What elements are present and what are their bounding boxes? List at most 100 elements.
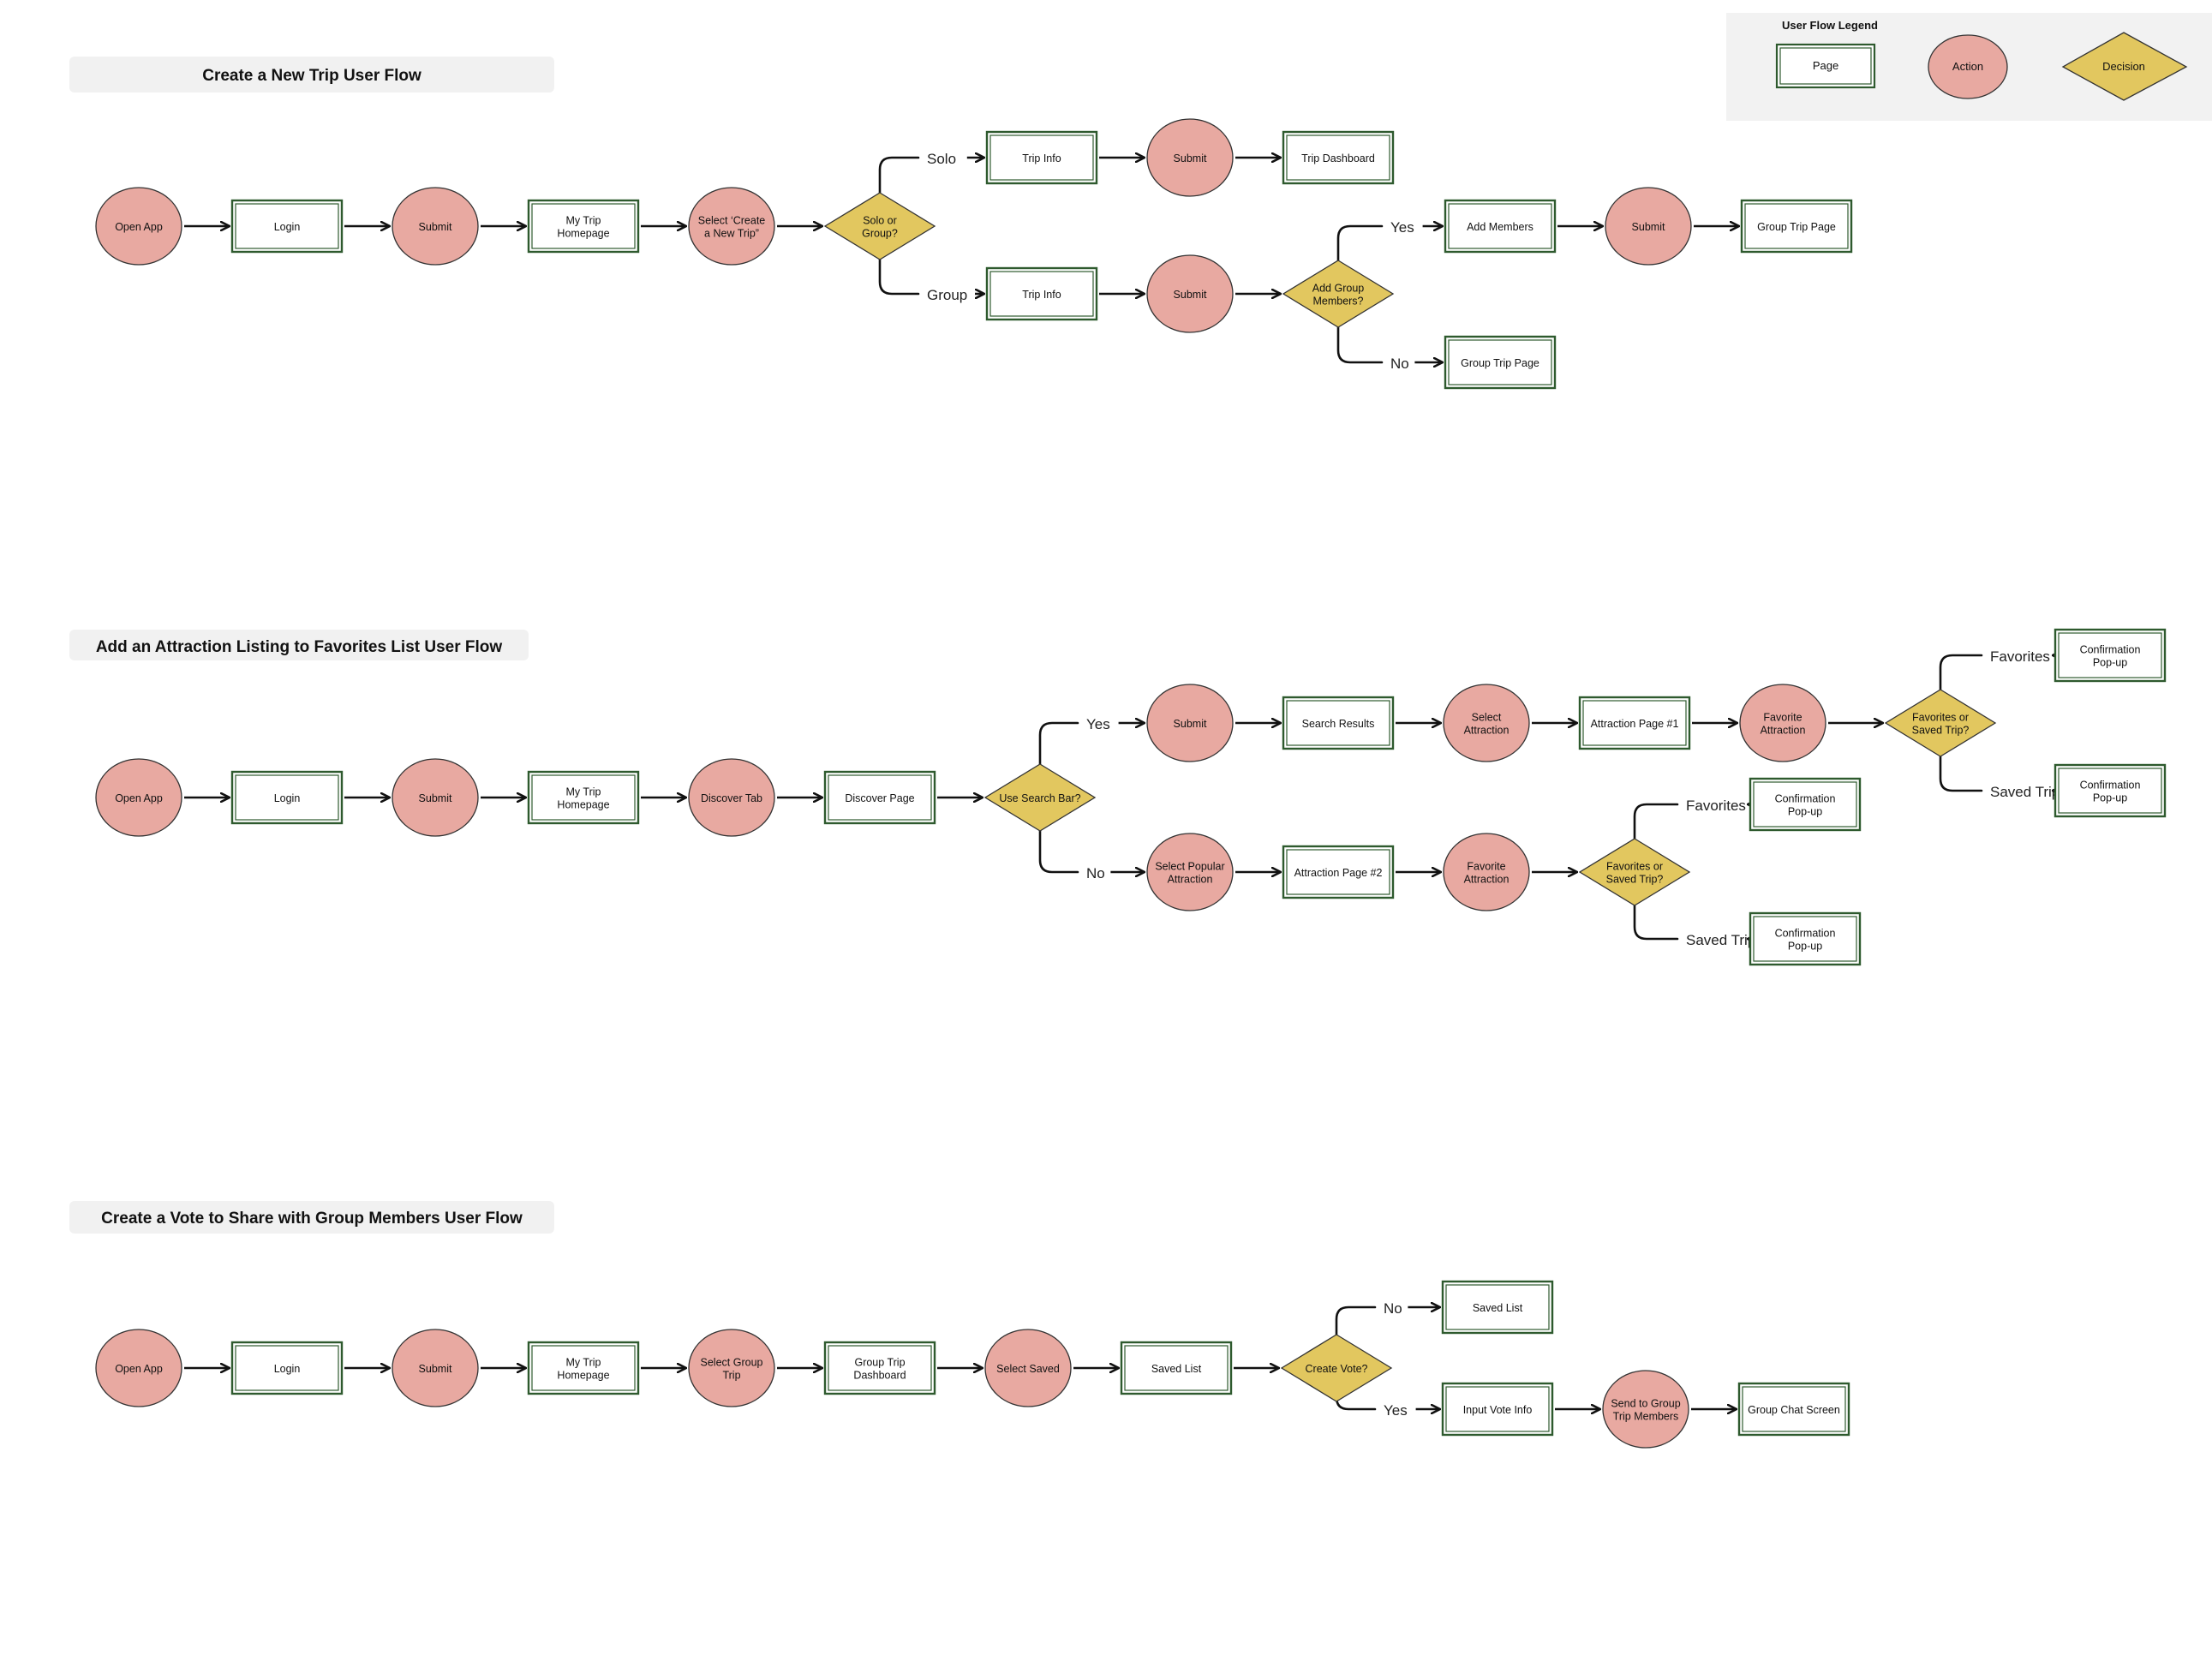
- page-shape-inner: [235, 203, 339, 249]
- node-label: Members?: [1312, 296, 1363, 308]
- node-label: Trip Members: [1613, 1411, 1679, 1423]
- flow-title-3: Create a Vote to Share with Group Member…: [69, 1201, 554, 1234]
- node-label: Open App: [115, 221, 163, 233]
- branch-label: Favorites: [1686, 798, 1746, 814]
- branch-connector: [1335, 1305, 1377, 1338]
- node-label: Favorites or: [1912, 712, 1969, 724]
- action-shape: [1146, 254, 1234, 333]
- action-shape: [1739, 684, 1826, 762]
- node-label: Login: [274, 221, 301, 233]
- node-label: Group Trip Page: [1757, 221, 1836, 233]
- page-shape-inner: [531, 203, 636, 249]
- action-node: Submit: [1146, 254, 1234, 333]
- node-label: Submit: [1174, 289, 1207, 301]
- node-label: Group Trip Page: [1461, 357, 1539, 369]
- decision-shape: [823, 192, 936, 260]
- node-label: Create Vote?: [1306, 1363, 1368, 1375]
- action-shape: [95, 758, 182, 837]
- action-shape: [688, 1329, 775, 1407]
- node-label: Select ‘Create: [698, 215, 766, 227]
- branch-label: No: [1384, 1300, 1402, 1317]
- node-label: Homepage: [557, 799, 609, 811]
- decision-shape: [1280, 1334, 1393, 1402]
- branch-label: No: [1086, 865, 1105, 881]
- page-shape-inner: [2058, 632, 2162, 678]
- page-node: Trip Dashboard: [1282, 130, 1395, 185]
- page-shape-inner: [1753, 781, 1857, 828]
- page-node: Saved List: [1120, 1341, 1233, 1395]
- page-shape-inner: [2058, 768, 2162, 814]
- action-node: Submit: [1146, 118, 1234, 197]
- node-label: Homepage: [557, 228, 609, 240]
- decision-node: Use Search Bar?: [983, 763, 1097, 832]
- page-node: Group Chat Screen: [1737, 1382, 1850, 1437]
- flow-title-text: Add an Attraction Listing to Favorites L…: [96, 638, 503, 656]
- legend-decision-label: Decision: [2102, 60, 2145, 73]
- page-node: Input Vote Info: [1441, 1382, 1554, 1437]
- node-label: My Trip: [566, 786, 601, 798]
- decision-shape: [1884, 689, 1997, 757]
- page-shape-inner: [235, 1345, 339, 1391]
- node-label: Select Saved: [996, 1363, 1060, 1375]
- node-label: Pop-up: [2093, 792, 2127, 804]
- node-label: Attraction: [1464, 725, 1510, 737]
- page-node: Group Trip Page: [1740, 199, 1853, 254]
- node-label: Submit: [1174, 152, 1207, 164]
- node-label: Login: [274, 1363, 301, 1375]
- node-label: My Trip: [566, 215, 601, 227]
- node-label: a New Trip”: [704, 228, 759, 240]
- action-node: Select Saved: [984, 1329, 1072, 1407]
- node-label: Discover Page: [845, 792, 914, 804]
- legend-action-sample: Action: [1928, 34, 2008, 99]
- node-label: Input Vote Info: [1463, 1404, 1533, 1416]
- page-node: Saved List: [1441, 1280, 1554, 1335]
- node-label: Use Search Bar?: [999, 792, 1080, 804]
- node-label: Select Popular: [1155, 861, 1224, 873]
- page-node: Login: [230, 1341, 344, 1395]
- page-shape-inner: [1582, 700, 1687, 746]
- branch-label: Yes: [1390, 219, 1414, 236]
- action-shape: [1602, 1370, 1689, 1449]
- action-node: Open App: [95, 1329, 182, 1407]
- node-label: Attraction Page #1: [1591, 718, 1679, 730]
- page-node: Discover Page: [823, 770, 936, 825]
- node-label: Confirmation: [2080, 644, 2141, 656]
- node-label: Attraction: [1464, 874, 1510, 886]
- node-label: Saved Trip?: [1606, 874, 1664, 886]
- node-label: Group Trip: [854, 1357, 905, 1369]
- action-shape: [984, 1329, 1072, 1407]
- page-shape-inner: [1744, 203, 1849, 249]
- node-label: Solo or: [863, 215, 897, 227]
- action-shape: [1443, 684, 1530, 762]
- node-label: Favorite: [1467, 861, 1505, 873]
- node-label: Group?: [862, 228, 898, 240]
- action-node: Submit: [392, 1329, 479, 1407]
- page-shape-inner: [531, 774, 636, 821]
- node-label: Attraction: [1168, 874, 1213, 886]
- action-node: Submit: [1605, 187, 1692, 266]
- flow-title-text: Create a New Trip User Flow: [202, 67, 421, 85]
- node-label: Dashboard: [853, 1370, 906, 1382]
- action-shape: [392, 1329, 479, 1407]
- legend-page-sample: Page: [1775, 43, 1876, 89]
- branch-connector: [1939, 753, 1983, 792]
- node-label: Submit: [1174, 718, 1207, 730]
- node-label: Submit: [1632, 221, 1665, 233]
- page-node: Login: [230, 199, 344, 254]
- node-label: Search Results: [1302, 718, 1375, 730]
- node-label: Saved List: [1151, 1363, 1202, 1375]
- branch-connector: [1336, 324, 1384, 364]
- node-label: Favorite: [1763, 712, 1802, 724]
- page-shape-inner: [1286, 849, 1390, 895]
- node-label: Saved List: [1473, 1302, 1523, 1314]
